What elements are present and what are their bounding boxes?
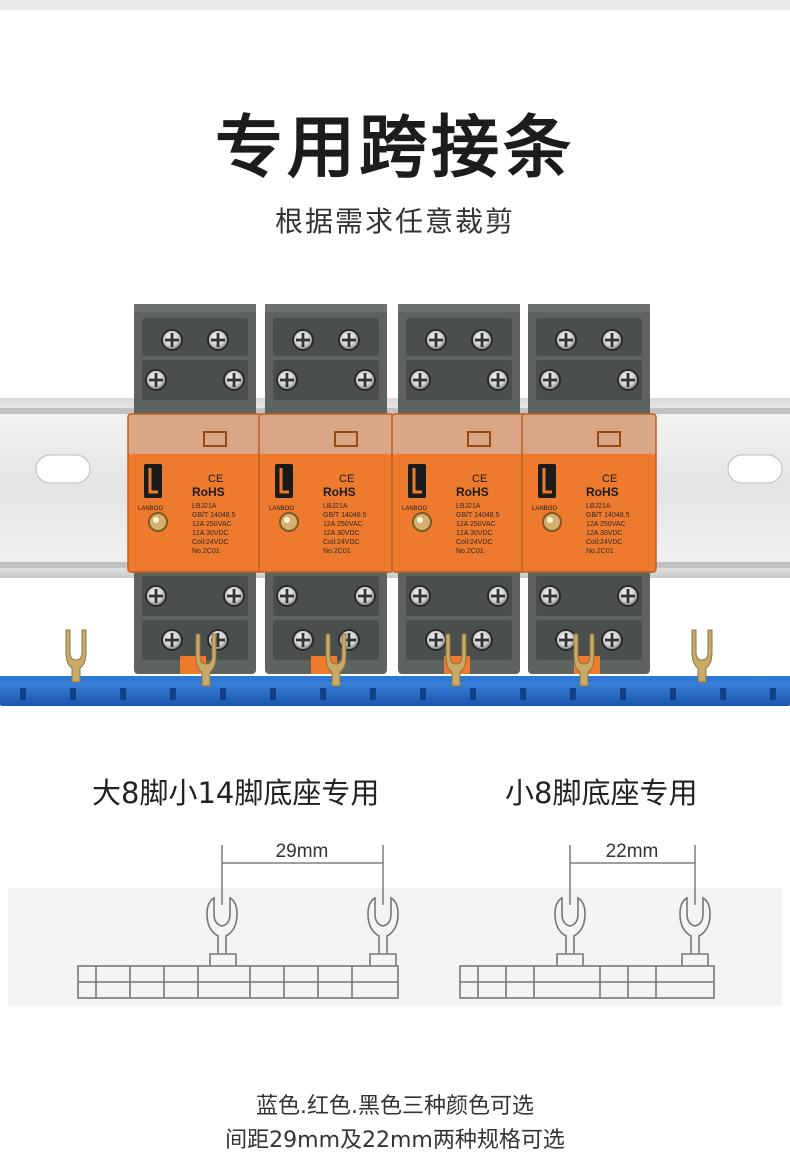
spacing-options-note: 间距29mm及22mm两种规格可选 — [225, 1128, 565, 1153]
caption-small-socket: 小8脚底座专用 — [505, 776, 698, 810]
svg-text:LBJ21A: LBJ21A — [456, 503, 481, 510]
svg-text:No.2C01: No.2C01 — [192, 548, 220, 555]
svg-text:LANBOO: LANBOO — [138, 506, 163, 512]
color-options-note: 蓝色.红色.黑色三种颜色可选 — [256, 1094, 534, 1119]
busbar-spacing-diagram: 29mm 22mm — [77, 841, 715, 999]
svg-text:No.2C01: No.2C01 — [323, 548, 351, 555]
svg-text:LBJ21A: LBJ21A — [192, 503, 217, 510]
svg-text:RoHS: RoHS — [586, 485, 619, 499]
caption-large-socket: 大8脚小14脚底座专用 — [92, 776, 380, 810]
diagram-background — [8, 888, 782, 1006]
svg-text:12A 250VAC: 12A 250VAC — [192, 521, 232, 528]
svg-text:RoHS: RoHS — [323, 485, 356, 499]
svg-text:Coil:24VDC: Coil:24VDC — [586, 539, 623, 546]
svg-text:12A 250VAC: 12A 250VAC — [456, 521, 496, 528]
svg-text:LANBOO: LANBOO — [532, 506, 557, 512]
svg-text:No.2C01: No.2C01 — [586, 548, 614, 555]
page-title: 专用跨接条 — [214, 109, 575, 188]
svg-text:Coil:24VDC: Coil:24VDC — [323, 539, 360, 546]
svg-text:LANBOO: LANBOO — [269, 506, 294, 512]
svg-text:LANBOO: LANBOO — [402, 506, 427, 512]
svg-text:No.2C01: No.2C01 — [456, 548, 484, 555]
svg-text:12A 250VAC: 12A 250VAC — [586, 521, 626, 528]
svg-text:LBJ21A: LBJ21A — [323, 503, 348, 510]
relay-unit-1: CE RoHS LBJ21A GB/T 14048.5 12A 250VAC 1… — [126, 302, 264, 676]
svg-text:Coil:24VDC: Coil:24VDC — [192, 539, 229, 546]
product-image: CE RoHS LBJ21A GB/T 14048.5 12A 250VAC 1… — [0, 302, 790, 706]
svg-text:CE: CE — [339, 473, 354, 485]
svg-text:LBJ21A: LBJ21A — [586, 503, 611, 510]
busbar-outline-right — [459, 953, 715, 999]
svg-text:GB/T 14048.5: GB/T 14048.5 — [586, 512, 630, 519]
page-subtitle: 根据需求任意裁剪 — [274, 205, 515, 238]
svg-text:GB/T 14048.5: GB/T 14048.5 — [323, 512, 367, 519]
busbar-outline-left — [77, 953, 399, 999]
svg-text:CE: CE — [472, 473, 487, 485]
svg-text:CE: CE — [602, 473, 617, 485]
rohs-mark: RoHS — [192, 485, 225, 499]
dimension-left: 29mm — [276, 841, 329, 862]
svg-text:12A 250VAC: 12A 250VAC — [323, 521, 363, 528]
relay-unit-3: CE RoHS LBJ21A GB/T 14048.5 12A 250VAC 1… — [390, 302, 528, 676]
svg-text:GB/T 14048.5: GB/T 14048.5 — [192, 512, 236, 519]
svg-text:RoHS: RoHS — [456, 485, 489, 499]
svg-text:12A 30VDC: 12A 30VDC — [456, 530, 493, 537]
svg-text:Coil:24VDC: Coil:24VDC — [456, 539, 493, 546]
top-band — [0, 0, 790, 10]
svg-text:12A 30VDC: 12A 30VDC — [586, 530, 623, 537]
dimension-right: 22mm — [606, 841, 659, 862]
relay-unit-2: CE RoHS LBJ21A GB/T 14048.5 12A 250VAC 1… — [257, 302, 395, 676]
svg-text:GB/T 14048.5: GB/T 14048.5 — [456, 512, 500, 519]
busbar — [0, 680, 790, 706]
relay-unit-4: CE RoHS LBJ21A GB/T 14048.5 12A 250VAC 1… — [520, 302, 658, 676]
ce-mark: CE — [208, 473, 223, 485]
svg-text:12A 30VDC: 12A 30VDC — [192, 530, 229, 537]
svg-text:12A 30VDC: 12A 30VDC — [323, 530, 360, 537]
